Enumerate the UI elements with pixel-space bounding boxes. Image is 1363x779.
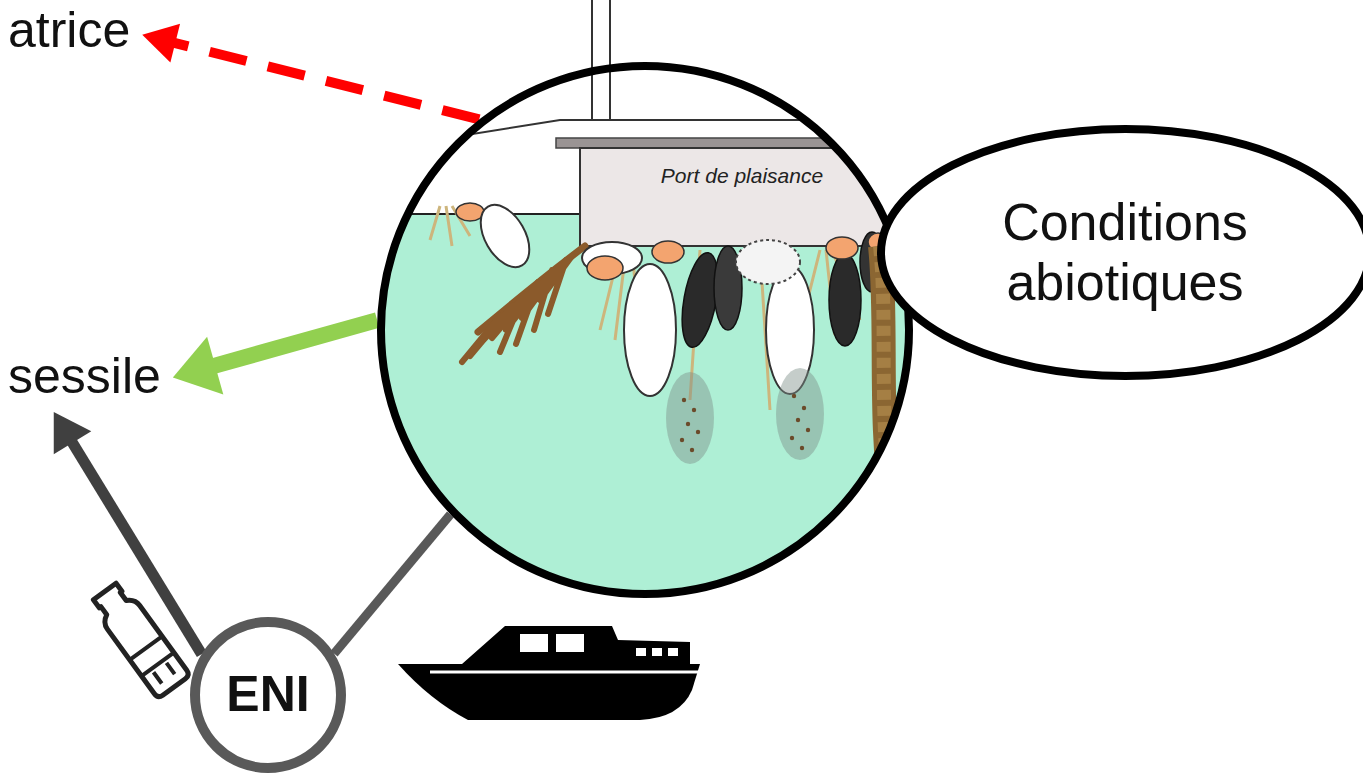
illustration-part <box>802 406 806 410</box>
connector-line <box>334 514 450 653</box>
node-label: ENI <box>226 666 309 724</box>
illustration-part <box>682 398 686 402</box>
arrow <box>54 412 202 654</box>
illustration-part <box>398 664 700 720</box>
term-label: atrice <box>8 0 130 60</box>
arrow <box>173 320 377 394</box>
illustration-part <box>690 448 694 452</box>
axis-term: sessile <box>4 346 165 406</box>
illustration-part <box>462 626 690 664</box>
node-outline <box>377 62 913 598</box>
connector-line <box>202 320 377 369</box>
illustration-part <box>636 648 646 656</box>
illustration-part <box>609 0 611 70</box>
illustration-part <box>556 634 584 652</box>
illustration-part <box>800 446 804 450</box>
dashed-arrow <box>142 24 479 120</box>
arrowhead <box>173 337 223 395</box>
zoom-circle: Port de plaisance <box>377 62 913 598</box>
illustration-part <box>130 636 185 690</box>
illustration-part <box>624 264 676 396</box>
illustration-part <box>829 254 861 346</box>
illustration-part <box>652 241 684 263</box>
illustration-part <box>826 237 858 259</box>
illustration-part <box>806 428 810 432</box>
factor-ellipse: Conditions abiotiques <box>877 125 1363 380</box>
boat-icon <box>398 626 700 720</box>
node-outline-shape <box>195 622 341 768</box>
arrowhead <box>142 24 180 63</box>
illustration-part <box>692 408 696 412</box>
illustration-part <box>680 438 684 442</box>
illustration-part <box>792 394 796 398</box>
illustration-part <box>580 148 890 246</box>
link-line <box>334 514 450 653</box>
axis-term: atrice <box>4 0 134 60</box>
illustration-part <box>776 368 824 460</box>
illustration-part <box>790 436 794 440</box>
illustration-part <box>520 634 548 652</box>
illustration-part <box>587 256 623 280</box>
illustration-part <box>372 60 930 150</box>
node-outline-shape <box>881 129 1363 376</box>
boat-mast <box>592 0 610 70</box>
illustration-part <box>668 648 678 656</box>
illustration-part <box>370 214 930 604</box>
node-label: Conditions abiotiques <box>960 193 1290 313</box>
node-outline-shape <box>381 66 909 594</box>
illustration-part <box>736 240 800 284</box>
connector-line <box>67 434 202 654</box>
harbour-scene <box>370 60 930 604</box>
eni-circle: ENI <box>190 617 346 773</box>
illustration-part <box>830 62 905 138</box>
illustration-part <box>680 394 810 452</box>
illustration-part <box>89 580 191 699</box>
illustration-part <box>652 648 662 656</box>
illustration-part <box>591 0 593 70</box>
illustration-part <box>471 197 540 276</box>
illustration-part <box>456 203 484 221</box>
illustration-part <box>462 256 572 362</box>
arrowhead <box>54 412 92 454</box>
node-label: Port de plaisance <box>661 163 823 188</box>
bottle-icon <box>89 580 191 699</box>
term-label: sessile <box>8 346 161 406</box>
illustration-part <box>686 422 690 426</box>
illustration-part <box>796 418 800 422</box>
illustration-part <box>430 671 700 674</box>
illustration-part <box>696 430 700 434</box>
connector-line <box>165 41 479 120</box>
illustration-part <box>666 372 714 464</box>
illustration-part <box>556 138 916 148</box>
